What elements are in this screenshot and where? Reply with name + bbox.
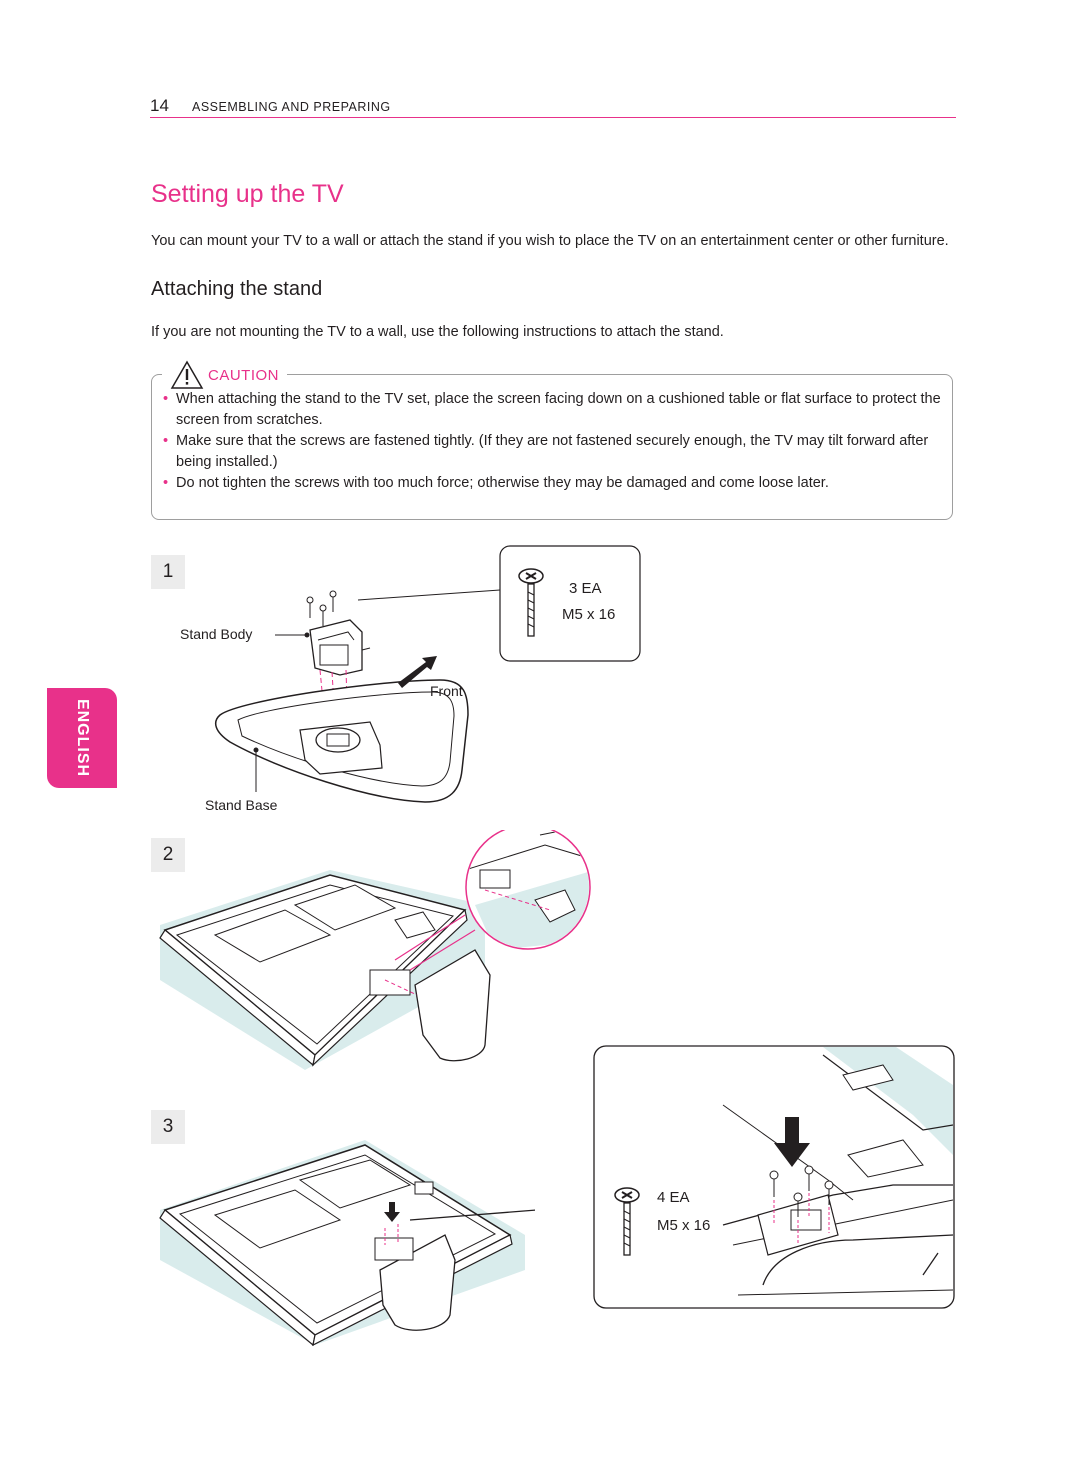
page-number: 14 bbox=[150, 96, 169, 115]
caution-label: CAUTION bbox=[208, 366, 279, 384]
step-number-3: 3 bbox=[151, 1110, 185, 1144]
caution-item: •Do not tighten the screws with too much… bbox=[163, 475, 829, 491]
step3-illustration bbox=[159, 1140, 535, 1347]
section-header: ASSEMBLING AND PREPARING bbox=[192, 100, 391, 114]
caution-list: •When attaching the stand to the TV set,… bbox=[160, 389, 950, 494]
screw-count-step1: 3 EA bbox=[569, 580, 602, 597]
screw-size-step3: M5 x 16 bbox=[657, 1217, 711, 1234]
caution-box bbox=[151, 374, 953, 520]
page-title: Setting up the TV bbox=[151, 180, 344, 208]
caution-header: CAUTION bbox=[162, 360, 287, 390]
step-number-1: 1 bbox=[151, 555, 185, 589]
stand-base-label: Stand Base bbox=[205, 797, 278, 813]
front-label: Front bbox=[430, 683, 463, 699]
step3-detail-box bbox=[593, 1045, 955, 1309]
language-tab-label: ENGLISH bbox=[74, 698, 91, 778]
screw-size-step1: M5 x 16 bbox=[562, 606, 616, 623]
caution-item: •When attaching the stand to the TV set,… bbox=[163, 391, 941, 428]
stand-body-label: Stand Body bbox=[180, 626, 253, 642]
warning-triangle-icon bbox=[170, 360, 204, 390]
step-number-2: 2 bbox=[151, 838, 185, 872]
intro-paragraph: You can mount your TV to a wall or attac… bbox=[151, 233, 949, 249]
section-heading: Attaching the stand bbox=[151, 278, 323, 300]
screw-count-step3: 4 EA bbox=[657, 1189, 690, 1206]
caution-item: •Make sure that the screws are fastened … bbox=[163, 433, 929, 470]
section-intro-paragraph: If you are not mounting the TV to a wall… bbox=[151, 324, 724, 340]
language-tab: ENGLISH bbox=[47, 688, 117, 788]
step2-illustration bbox=[159, 830, 591, 1070]
step1-illustration bbox=[214, 545, 641, 803]
header-divider bbox=[150, 117, 956, 118]
